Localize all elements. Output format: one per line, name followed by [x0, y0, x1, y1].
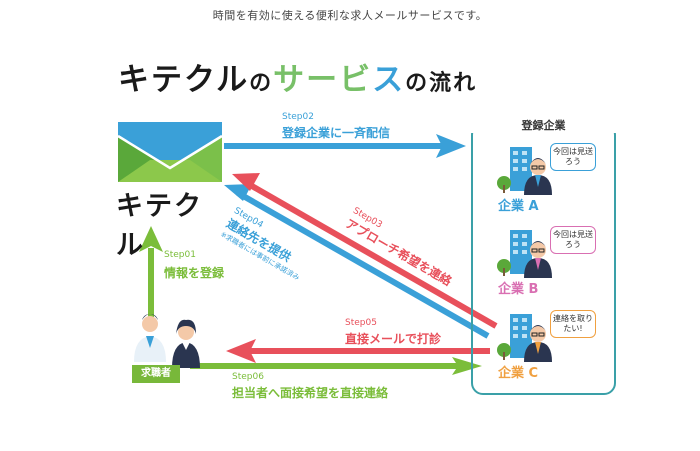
job-seeker-label: 求職者 [132, 365, 180, 383]
company-label-letter: B [524, 282, 539, 297]
title-service-b: ス [372, 62, 406, 98]
company-a-icon [497, 147, 552, 195]
step02-number: Step02 [282, 112, 314, 122]
title-service: サービス [273, 62, 405, 98]
company-b-speech-bubble: 今回は見送ろう [550, 226, 596, 254]
step02-arrow [224, 134, 466, 158]
step06-number: Step06 [232, 372, 264, 382]
step06-label: 担当者へ面接希望を直接連絡 [232, 386, 389, 400]
step05-arrow [226, 339, 490, 363]
company-a-label: 企業 A [498, 195, 539, 214]
step06-arrow [190, 357, 482, 375]
title-service-a: サービ [273, 62, 373, 98]
company-c-speech-bubble: 連絡を取りたい! [550, 310, 596, 338]
page-title: キテクルのサービスの流れ [118, 54, 477, 99]
company-b-label: 企業 B [498, 278, 538, 297]
kitekuru-logo-icon [117, 122, 223, 182]
step01-number: Step01 [164, 250, 196, 260]
step01-label: 情報を登録 [164, 266, 225, 280]
title-flow: の流れ [405, 71, 478, 96]
company-label-prefix: 企業 [498, 366, 525, 381]
company-panel-title: 登録企業 [471, 117, 616, 133]
company-c-icon [497, 314, 552, 362]
step05-label: 直接メールで打診 [345, 332, 442, 346]
title-brand: キテクル [118, 62, 250, 98]
step05-number: Step05 [345, 318, 377, 328]
step03-arrow [232, 173, 498, 329]
company-b-icon [497, 230, 552, 278]
step01-arrow [139, 226, 163, 318]
step04-arrow [224, 184, 490, 339]
company-c-label: 企業 C [498, 362, 538, 381]
company-label-letter: C [524, 366, 539, 381]
title-no: の [249, 71, 274, 96]
company-label-prefix: 企業 [498, 199, 525, 214]
logo-text: キテクル [116, 191, 203, 261]
job-seeker-icon [134, 314, 200, 368]
company-a-speech-bubble: 今回は見送ろう [550, 143, 596, 171]
company-label-letter: A [524, 199, 539, 214]
company-label-prefix: 企業 [498, 282, 525, 297]
step02-label: 登録企業に一斉配信 [282, 126, 391, 140]
header-tagline: 時間を有効に使える便利な求人メールサービスです。 [212, 9, 488, 22]
